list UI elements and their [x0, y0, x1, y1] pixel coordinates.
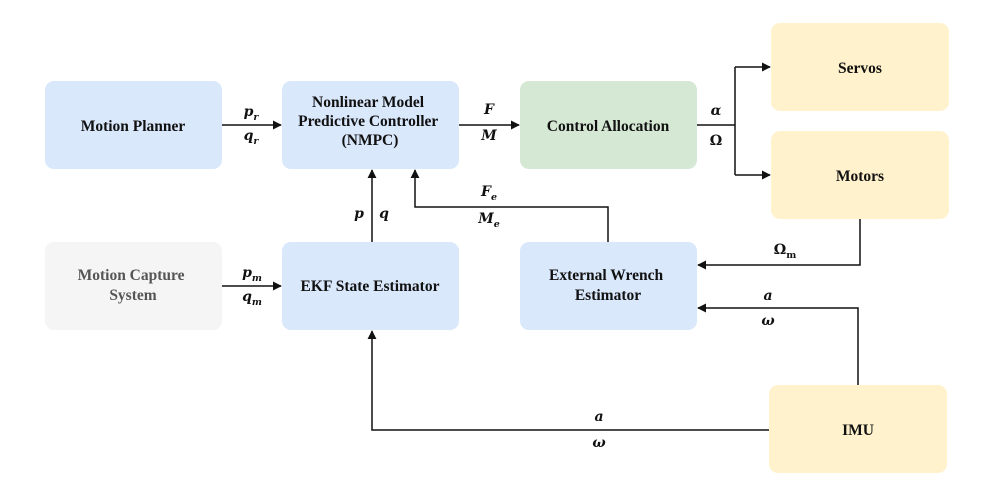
arrow-motors-to-wrench: [697, 219, 861, 270]
label-q-r: qr: [244, 128, 260, 147]
motors-box: [771, 131, 949, 219]
ekf-title: EKF State Estimator: [301, 278, 440, 295]
imu-title: IMU: [842, 422, 874, 439]
label-q-m: qm: [242, 289, 262, 308]
wrench-estimator-block: External Wrench Estimator: [520, 242, 697, 330]
motors-block: Motors: [771, 131, 949, 219]
label-p-m: pm: [242, 265, 262, 284]
label-omega-m: Ωm: [774, 242, 797, 261]
motors-title: Motors: [836, 168, 884, 185]
servos-box: [771, 23, 949, 111]
label-force: F: [483, 102, 495, 118]
motion-planner-box: [45, 81, 222, 169]
nmpc-block: Nonlinear Model Predictive Controller (N…: [282, 81, 459, 169]
control-allocation-block: Control Allocation: [520, 81, 697, 169]
servos-block: Servos: [771, 23, 949, 111]
motion-capture-title: Motion Capture System: [78, 267, 189, 304]
label-q: q: [379, 206, 389, 222]
ekf-block: EKF State Estimator: [282, 242, 459, 330]
control-allocation-box: [520, 81, 697, 169]
label-accel-wrench: a: [763, 288, 772, 304]
label-m-e: Me: [477, 211, 500, 230]
label-gyro-wrench: ω: [761, 313, 775, 329]
label-alpha: α: [711, 103, 722, 119]
label-p-r: pr: [244, 104, 260, 123]
label-p: p: [354, 206, 364, 222]
label-moment: M: [480, 128, 497, 144]
motion-planner-block: Motion Planner: [45, 81, 222, 169]
arrow-imu-to-ekf: [367, 330, 769, 431]
control-allocation-title: Control Allocation: [547, 118, 670, 135]
label-gyro-ekf: ω: [592, 435, 606, 451]
imu-block: IMU: [769, 385, 947, 473]
imu-box: [769, 385, 947, 473]
motion-capture-box: [45, 242, 222, 330]
motion-capture-block: Motion Capture System: [45, 242, 222, 330]
label-accel-ekf: a: [594, 409, 603, 425]
wrench-estimator-title: External Wrench Estimator: [549, 267, 667, 304]
ekf-box: [282, 242, 459, 330]
nmpc-box: [282, 81, 459, 169]
arrow-wrench-to-nmpc: [410, 169, 609, 242]
nmpc-title: Nonlinear Model Predictive Controller (N…: [298, 94, 442, 149]
label-omega-rotor: Ω: [710, 133, 722, 149]
arrow-imu-to-wrench: [697, 303, 859, 385]
label-f-e: Fe: [480, 184, 497, 203]
wrench-estimator-box: [520, 242, 697, 330]
motion-planner-title: Motion Planner: [81, 118, 186, 135]
servos-title: Servos: [838, 60, 882, 77]
